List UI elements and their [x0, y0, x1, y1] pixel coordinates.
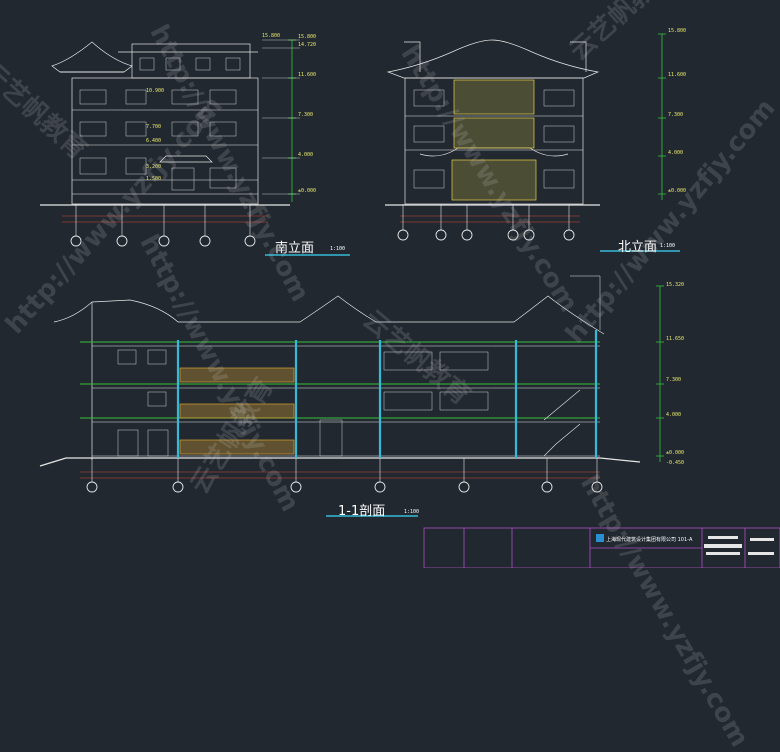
section-elev-mark: 4.000: [666, 412, 682, 418]
cad-drawing-canvas: [0, 0, 780, 568]
section-panels: [117, 349, 489, 457]
south-inner-elev-mark: 3.200: [146, 164, 162, 170]
north-windows: [413, 89, 575, 189]
south-axis-bubbles: [70, 235, 256, 247]
north-elevation-scale: 1:100: [660, 243, 676, 249]
south-elev-mark: 7.300: [298, 112, 314, 118]
north-elevation: [385, 33, 666, 230]
south-elev-mark: ±0.000: [298, 188, 317, 194]
section-scale: 1:100: [404, 509, 420, 515]
north-elev-mark: 15.800: [668, 28, 687, 34]
north-elevation-title: 北立面: [618, 240, 658, 255]
south-elev-mark: 11.600: [298, 72, 317, 78]
section-elev-mark: ±0.000: [666, 450, 685, 456]
south-inner-elev-mark: 6.400: [146, 138, 162, 144]
section-elev-mark: 11.650: [666, 336, 685, 342]
north-yellow-panels: [451, 79, 537, 201]
north-elev-mark: 11.600: [668, 72, 687, 78]
drawing-background: [0, 0, 780, 568]
title-block-fields: [704, 536, 774, 555]
south-elev-mark: 4.000: [298, 152, 314, 158]
section-title: 1-1剖面: [338, 504, 386, 519]
south-inner-elev-mark: 1.500: [146, 176, 162, 182]
company-logo: [596, 534, 604, 542]
section-elev-mark: 7.300: [666, 377, 682, 383]
south-elevation: [40, 39, 300, 236]
south-elev-mark: 15.800: [262, 33, 281, 39]
section-elev-mark: -0.450: [666, 460, 685, 466]
north-axis-bubbles: [397, 229, 575, 241]
north-elev-mark: 4.000: [668, 150, 684, 156]
section-axis-bubbles: [86, 481, 603, 493]
south-inner-elev-mark: 7.700: [146, 124, 162, 130]
north-elev-mark: ±0.000: [668, 188, 687, 194]
south-inner-elev-mark: 10.900: [146, 88, 165, 94]
title-block: [423, 527, 780, 568]
north-elev-mark: 7.300: [668, 112, 684, 118]
section-balconies: [179, 367, 295, 455]
section-elev-mark: 15.320: [666, 282, 685, 288]
south-elevation-title: 南立面: [275, 241, 315, 256]
south-elev-mark: 15.800: [298, 34, 317, 40]
section-columns: [176, 330, 598, 458]
south-elevation-scale: 1:100: [330, 246, 346, 252]
title-block-company: 上海现代建筑设计集团有限公司 101-A: [606, 537, 693, 543]
south-elev-mark: 14.720: [298, 42, 317, 48]
section-1-1: [39, 275, 664, 482]
south-windows: [79, 57, 241, 191]
